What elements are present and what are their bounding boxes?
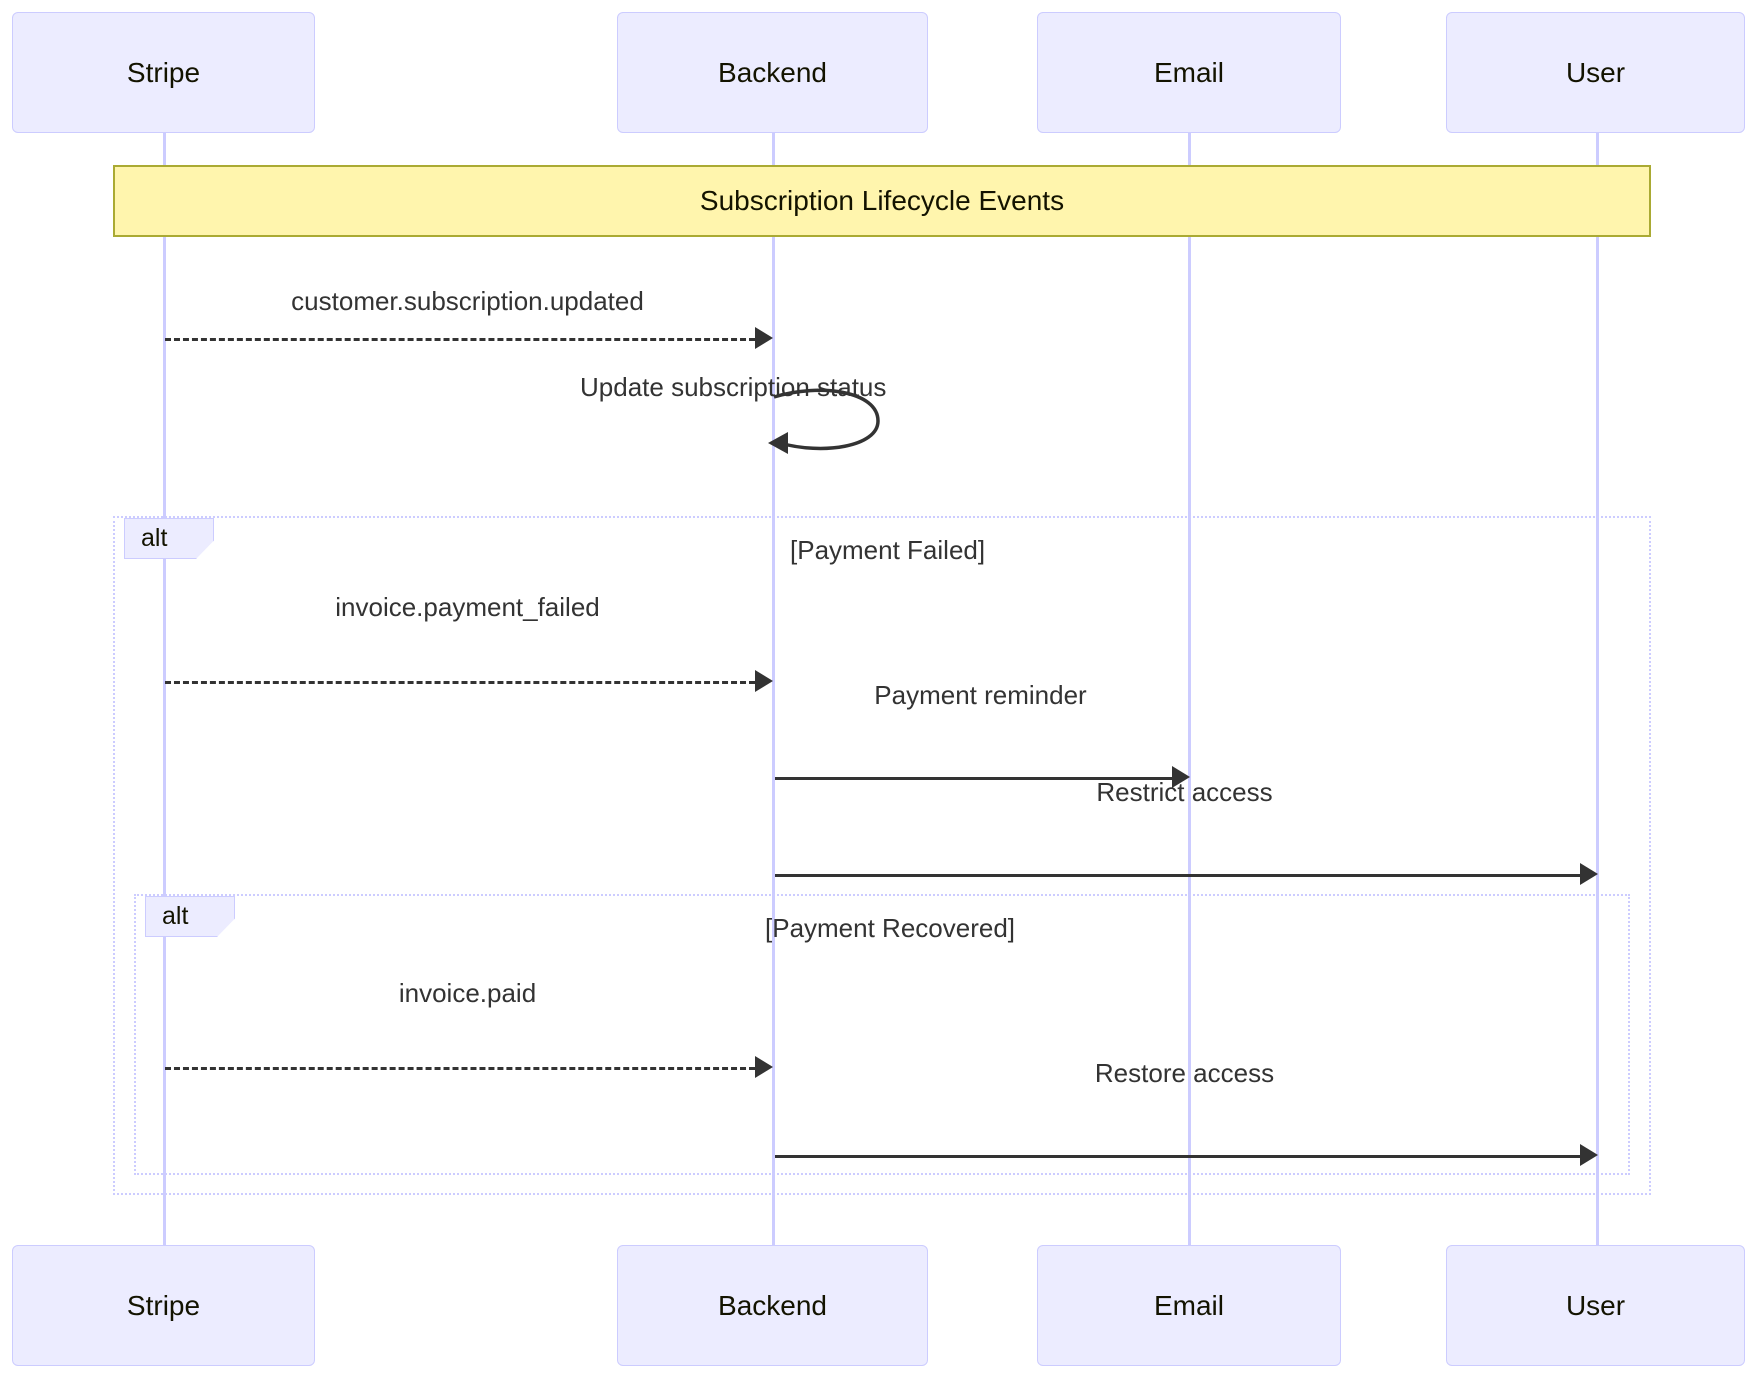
actor-box-backend-bottom[interactable]: Backend	[617, 1245, 928, 1366]
actor-box-user-top[interactable]: User	[1446, 12, 1745, 133]
message-text-7: Restore access	[1094, 1058, 1275, 1088]
lifeline-user	[1596, 133, 1599, 1245]
note-text: Subscription Lifecycle Events	[699, 185, 1065, 216]
alt-tag-label-outer: alt	[141, 524, 168, 552]
actor-label-stripe-bottom: Stripe	[126, 1289, 201, 1321]
message-arrowhead-7	[1580, 1144, 1598, 1166]
message-arrowhead-6	[755, 1056, 773, 1078]
actor-box-email-bottom[interactable]: Email	[1037, 1245, 1341, 1366]
alt-tag-inner: alt	[145, 896, 235, 937]
lifeline-stripe	[163, 133, 166, 1245]
alt-fragment-payment-failed	[113, 516, 1651, 1195]
alt-tag-outer: alt	[124, 518, 214, 559]
actor-label-backend-bottom: Backend	[718, 1289, 827, 1321]
message-label-invoice-paid: invoice.paid	[163, 978, 772, 1009]
message-text-3: invoice.payment_failed	[335, 592, 600, 622]
message-label-invoice-payment-failed: invoice.payment_failed	[163, 592, 772, 623]
message-label-payment-reminder: Payment reminder	[773, 680, 1188, 711]
message-arrowhead-5	[1580, 863, 1598, 885]
alt-fragment-payment-recovered	[134, 894, 1630, 1175]
message-label-restore-access: Restore access	[773, 1058, 1596, 1089]
actor-label-backend-top: Backend	[718, 56, 827, 88]
actor-label-user-bottom: User	[1565, 1289, 1626, 1321]
message-label-customer-subscription-updated: customer.subscription.updated	[163, 286, 772, 317]
actor-label-user-top: User	[1565, 56, 1626, 88]
actor-box-email-top[interactable]: Email	[1037, 12, 1341, 133]
message-line-6	[165, 1067, 755, 1070]
alt-condition-payment-failed: [Payment Failed]	[790, 535, 985, 566]
message-line-3	[165, 681, 755, 684]
self-loop-backend	[768, 388, 880, 454]
actor-label-stripe-top: Stripe	[126, 56, 201, 88]
message-line-1	[165, 338, 755, 341]
actor-box-stripe-top[interactable]: Stripe	[12, 12, 315, 133]
message-line-4	[775, 777, 1172, 780]
message-label-restrict-access: Restrict access	[773, 777, 1596, 808]
message-text-2: Update subscription status	[580, 372, 887, 402]
actor-box-backend-top[interactable]: Backend	[617, 12, 928, 133]
message-text-5: Restrict access	[1096, 777, 1273, 807]
lifeline-email	[1188, 133, 1191, 1245]
message-text-1: customer.subscription.updated	[291, 286, 644, 316]
actor-label-email-bottom: Email	[1153, 1289, 1224, 1321]
alt-condition-payment-recovered: [Payment Recovered]	[765, 913, 1015, 944]
alt-condition-text-inner: [Payment Recovered]	[765, 913, 1016, 943]
message-text-6: invoice.paid	[398, 978, 537, 1008]
actor-box-stripe-bottom[interactable]: Stripe	[12, 1245, 315, 1366]
message-label-update-subscription-status: Update subscription status	[580, 372, 1140, 403]
message-arrowhead-4	[1172, 766, 1190, 788]
alt-tag-label-inner: alt	[162, 902, 189, 930]
message-arrowhead-1	[755, 327, 773, 349]
message-line-5	[775, 874, 1580, 877]
message-text-4: Payment reminder	[874, 680, 1087, 710]
actor-label-email-top: Email	[1153, 56, 1224, 88]
lifeline-backend	[772, 133, 775, 1245]
alt-condition-text-outer: [Payment Failed]	[790, 535, 986, 565]
message-line-7	[775, 1155, 1580, 1158]
note-subscription-lifecycle-events: Subscription Lifecycle Events	[113, 165, 1651, 237]
actor-box-user-bottom[interactable]: User	[1446, 1245, 1745, 1366]
message-arrowhead-3	[755, 670, 773, 692]
